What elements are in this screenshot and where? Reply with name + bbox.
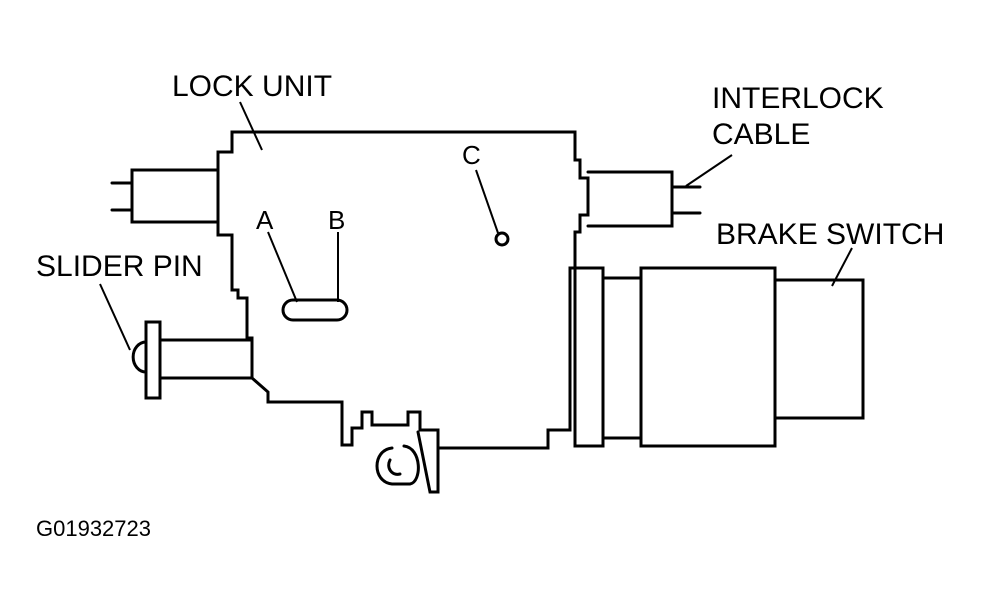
- leader-brake-switch: [831, 247, 853, 287]
- slot-a-b: [281, 298, 349, 322]
- leader-lock-unit: [239, 101, 263, 151]
- lock-unit-body: [216, 130, 590, 450]
- brake-switch-body: [639, 266, 777, 448]
- point-c-hole: [494, 231, 510, 247]
- hook: [375, 444, 420, 486]
- label-cable: CABLE: [712, 118, 811, 151]
- left-cable: [130, 168, 220, 224]
- interlock-cable: [586, 170, 674, 228]
- leader-c: [475, 169, 499, 234]
- label-interlock: INTERLOCK: [712, 82, 884, 115]
- label-a: A: [256, 205, 274, 235]
- leader-slider-pin: [99, 283, 131, 351]
- leader-a: [267, 231, 298, 303]
- figure-code: G01932723: [36, 516, 151, 541]
- label-c: C: [462, 140, 481, 170]
- leader-interlock: [685, 154, 733, 187]
- label-slider-pin: SLIDER PIN: [36, 250, 203, 283]
- label-lock-unit: LOCK UNIT: [172, 70, 333, 103]
- slider-pin: [158, 338, 254, 380]
- label-brake-switch: BRAKE SWITCH: [716, 218, 945, 251]
- label-b: B: [328, 205, 346, 235]
- brake-switch-flange: [573, 266, 605, 448]
